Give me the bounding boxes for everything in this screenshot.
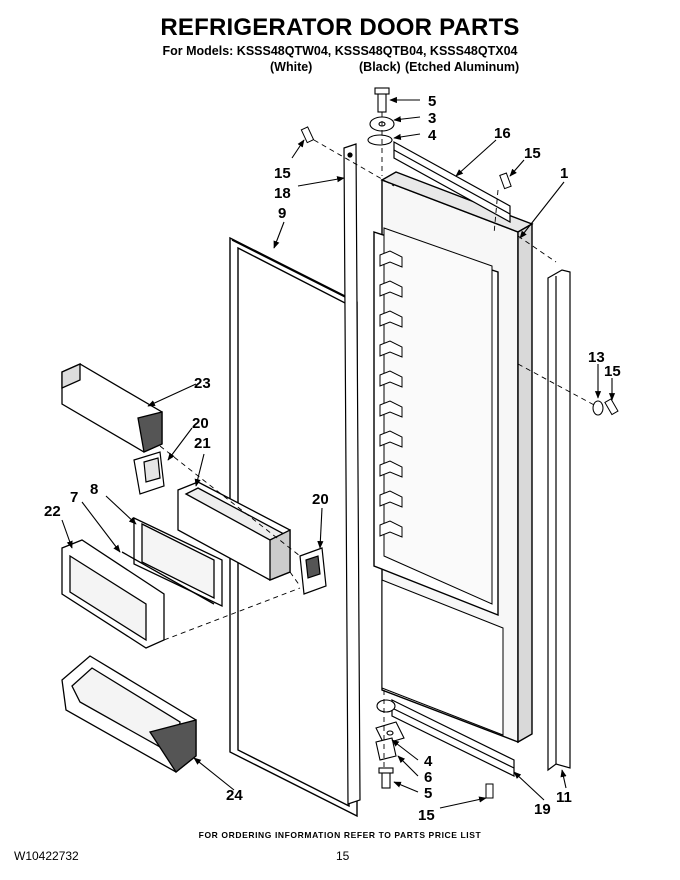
callout-13: 13 xyxy=(588,349,605,366)
door-shelf-21 xyxy=(177,481,291,581)
callout-15-right: 15 xyxy=(524,145,541,162)
callout-4-top: 4 xyxy=(428,127,437,144)
callout-20-right: 20 xyxy=(312,491,329,508)
top-trim-bracket xyxy=(393,140,511,224)
callout-11: 11 xyxy=(556,789,572,806)
callout-3: 3 xyxy=(428,110,436,127)
callout-19: 19 xyxy=(534,801,551,818)
models-line: For Models: KSSS48QTW04, KSSS48QTB04, KS… xyxy=(162,44,518,58)
callout-24: 24 xyxy=(226,787,243,804)
callout-16: 16 xyxy=(494,125,511,142)
shelf-trim-8 xyxy=(133,516,223,608)
callout-20-left: 20 xyxy=(192,415,209,432)
callout-15-left: 15 xyxy=(274,165,291,182)
callout-5-bottom: 5 xyxy=(424,785,432,802)
door-shelf-cleats xyxy=(379,250,403,538)
callout-6: 6 xyxy=(424,769,432,786)
ordering-note: FOR ORDERING INFORMATION REFER TO PARTS … xyxy=(198,830,482,840)
bottom-hinge-hardware xyxy=(375,699,405,789)
callout-15-bottom: 15 xyxy=(418,807,435,824)
door-assembly xyxy=(373,171,534,744)
callout-7: 7 xyxy=(70,489,78,506)
top-hinge-hardware xyxy=(367,87,395,146)
variant-black-label: (Black) xyxy=(359,60,401,74)
callout-1: 1 xyxy=(560,165,568,182)
handle-trim-strip xyxy=(343,143,361,805)
callout-8: 8 xyxy=(90,481,98,498)
page-title: REFRIGERATOR DOOR PARTS xyxy=(160,14,520,41)
callout-22: 22 xyxy=(44,503,61,520)
callout-numbers: 5 3 4 16 15 1 15 18 9 13 15 23 20 21 8 7… xyxy=(44,93,621,824)
callout-4-bottom: 4 xyxy=(424,753,433,770)
variant-etched-label: (Etched Aluminum) xyxy=(405,60,520,74)
callout-9: 9 xyxy=(278,205,286,222)
door-bin-24 xyxy=(61,655,197,773)
callout-5-top: 5 xyxy=(428,93,436,110)
variant-white-label: (White) xyxy=(270,60,313,74)
page-number: 15 xyxy=(336,849,350,863)
document-number: W10422732 xyxy=(14,849,79,863)
assembly-guide-lines xyxy=(159,112,597,768)
shelf-trim-7 xyxy=(121,551,215,605)
screws xyxy=(300,126,619,799)
bin-end-cap-20-right xyxy=(299,547,327,595)
callout-21: 21 xyxy=(194,435,211,452)
callout-23: 23 xyxy=(194,375,211,392)
callout-18: 18 xyxy=(274,185,291,202)
callout-15-hinge: 15 xyxy=(604,363,621,380)
bin-end-cap-20-left xyxy=(133,451,165,495)
leader-lines xyxy=(61,96,616,809)
door-bin-23 xyxy=(61,362,163,453)
side-trim xyxy=(547,269,571,772)
